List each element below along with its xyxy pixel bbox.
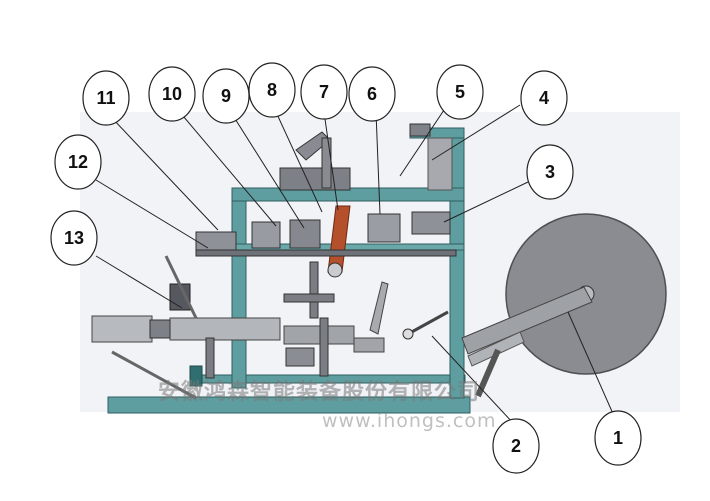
callout-bubble-12: [54, 134, 102, 190]
callout-label-13: 13: [64, 228, 84, 248]
callout-bubble-4: [520, 70, 568, 126]
callout-label-2: 2: [511, 436, 521, 456]
station-block-left: [195, 231, 237, 253]
station-block-c: [367, 213, 401, 243]
callout-label-6: 6: [367, 84, 377, 104]
leader-13: [95, 255, 183, 309]
reel-arm-lower: [467, 331, 525, 367]
left-linkage: [164, 255, 198, 319]
callout-label-3: 3: [545, 162, 555, 182]
callout-bubble-11: [82, 70, 130, 126]
motor-box: [427, 137, 453, 191]
station-block-b: [289, 219, 321, 249]
station-block-a: [251, 221, 281, 249]
leader-2: [431, 335, 515, 425]
lower-block: [285, 347, 315, 367]
callout-bubble-6: [348, 66, 396, 122]
tension-arm: [407, 310, 449, 336]
watermark-company: 安徽鸿森智能装备股份有限公司: [158, 380, 481, 405]
left-motor-flange: [149, 319, 171, 339]
upper-head-block: [279, 167, 351, 191]
callout-label-4: 4: [539, 88, 549, 108]
station-block-d: [411, 211, 451, 235]
lower-ramp: [369, 281, 389, 335]
callout-bubble-3: [526, 144, 574, 200]
callout-label-5: 5: [455, 82, 465, 102]
left-diagonal-rod: [111, 350, 197, 400]
lower-column-left: [205, 337, 215, 379]
left-foot: [189, 365, 203, 387]
callout-bubble-7: [300, 64, 348, 120]
base-rail: [107, 396, 471, 414]
left-motor: [91, 315, 153, 343]
lower-carriage: [283, 325, 355, 345]
leader-1: [567, 311, 615, 417]
reel-arm: [461, 286, 593, 355]
callout-bubble-13: [50, 210, 98, 266]
callout-bubble-2: [492, 418, 540, 474]
frame-left-post: [231, 187, 247, 389]
leader-lines: [95, 97, 615, 425]
callout-bubble-10: [148, 66, 196, 122]
callout-label-8: 8: [267, 80, 277, 100]
callout-bubble-9: [202, 68, 250, 124]
callout-bubble-1: [594, 410, 642, 466]
leader-9: [231, 113, 305, 229]
callout-bubble-5: [436, 64, 484, 120]
lower-carriage-right: [353, 337, 385, 353]
leader-7: [323, 111, 339, 211]
callout-label-7: 7: [319, 82, 329, 102]
callout-label-11: 11: [96, 88, 115, 108]
spindle-bar: [283, 293, 335, 303]
leader-8: [275, 111, 323, 213]
leader-4: [431, 104, 521, 161]
callout-label-12: 12: [68, 152, 88, 172]
leader-10: [177, 109, 277, 227]
leader-12: [95, 179, 209, 249]
lower-column-right: [319, 317, 329, 377]
leader-6: [375, 111, 381, 215]
lower-bed: [169, 317, 281, 341]
upper-linkage-post: [321, 137, 332, 189]
watermark-url: www.ihongs.com: [322, 410, 497, 432]
leader-11: [111, 117, 219, 231]
belt-roller: [327, 262, 343, 278]
motor-top: [409, 123, 431, 137]
spindle: [309, 261, 319, 319]
callout-label-10: 10: [162, 84, 182, 104]
callout-label-1: 1: [613, 428, 623, 448]
leader-3: [443, 181, 529, 223]
tension-roller: [402, 328, 414, 340]
guide-rail: [195, 249, 457, 257]
callout-label-9: 9: [221, 86, 231, 106]
